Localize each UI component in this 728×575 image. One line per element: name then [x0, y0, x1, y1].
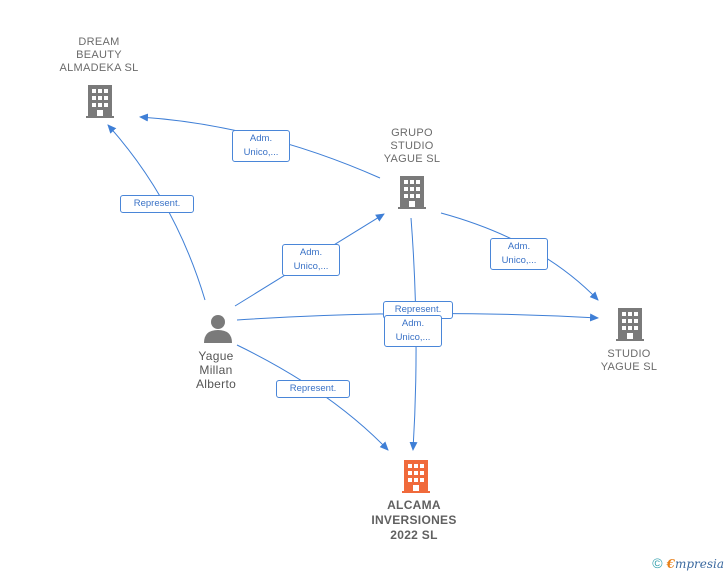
building-icon[interactable]: [402, 460, 430, 493]
node-label-line: DREAM: [78, 36, 120, 48]
node-label-line: Alberto: [195, 377, 237, 391]
edge-label-line: Adm.: [249, 133, 273, 144]
node-label-dream-beauty[interactable]: DREAM BEAUTY ALMADEKA SL: [40, 36, 158, 75]
edge-label-line: Unico,...: [293, 261, 329, 272]
edge-label-line: Represent.: [394, 304, 442, 315]
edge-label-line: Unico,...: [395, 332, 431, 343]
node-label-person[interactable]: Yague Millan Alberto: [176, 349, 256, 391]
node-label-line: STUDIO: [390, 140, 434, 152]
brand-logo-mark: €: [666, 557, 675, 571]
node-label-line: Millan: [199, 363, 233, 377]
edge-label-person-alcama[interactable]: Represent.: [276, 380, 350, 398]
node-label-line: ALMADEKA SL: [59, 62, 139, 74]
node-label-line: GRUPO: [391, 127, 433, 139]
building-icon[interactable]: [616, 308, 644, 341]
node-label-line: STUDIO: [607, 348, 651, 360]
node-label-line: YAGUE SL: [600, 361, 658, 373]
node-label-grupo-studio[interactable]: GRUPO STUDIO YAGUE SL: [362, 127, 462, 166]
node-label-line: 2022 SL: [390, 528, 438, 542]
edge-label-line: Unico,...: [501, 255, 537, 266]
person-icon[interactable]: [204, 315, 232, 343]
edge-label-grupo-dream[interactable]: Adm. Unico,...: [232, 130, 290, 162]
node-label-alcama[interactable]: ALCAMA INVERSIONES 2022 SL: [356, 498, 472, 543]
edge-label-person-grupo[interactable]: Adm. Unico,...: [282, 244, 340, 276]
edge-label-line: Represent.: [133, 198, 181, 209]
node-label-line: YAGUE SL: [383, 153, 441, 165]
copyright-symbol: ©: [652, 555, 663, 571]
edge-label-line: Adm.: [507, 241, 531, 252]
edge-label-line: Represent.: [289, 383, 337, 394]
edge-label-grupo-alcama[interactable]: Adm. Unico,...: [384, 315, 442, 347]
edge-label-line: Adm.: [299, 247, 323, 258]
edge-label-line: Adm.: [401, 318, 425, 329]
edge-label-line: Unico,...: [243, 147, 279, 158]
copyright-footer: ©€mpresia: [652, 555, 724, 571]
node-label-line: ALCAMA: [387, 498, 441, 512]
node-label-line: INVERSIONES: [371, 513, 457, 527]
edge-label-grupo-studio[interactable]: Adm. Unico,...: [490, 238, 548, 270]
building-icon[interactable]: [398, 176, 426, 209]
node-label-studio-yague[interactable]: STUDIO YAGUE SL: [584, 348, 674, 374]
building-icon[interactable]: [86, 85, 114, 118]
edge-label-person-dream[interactable]: Represent.: [120, 195, 194, 213]
node-label-line: Yague: [198, 349, 234, 363]
brand-logo-text: mpresia: [674, 557, 724, 571]
node-label-line: BEAUTY: [76, 49, 122, 61]
